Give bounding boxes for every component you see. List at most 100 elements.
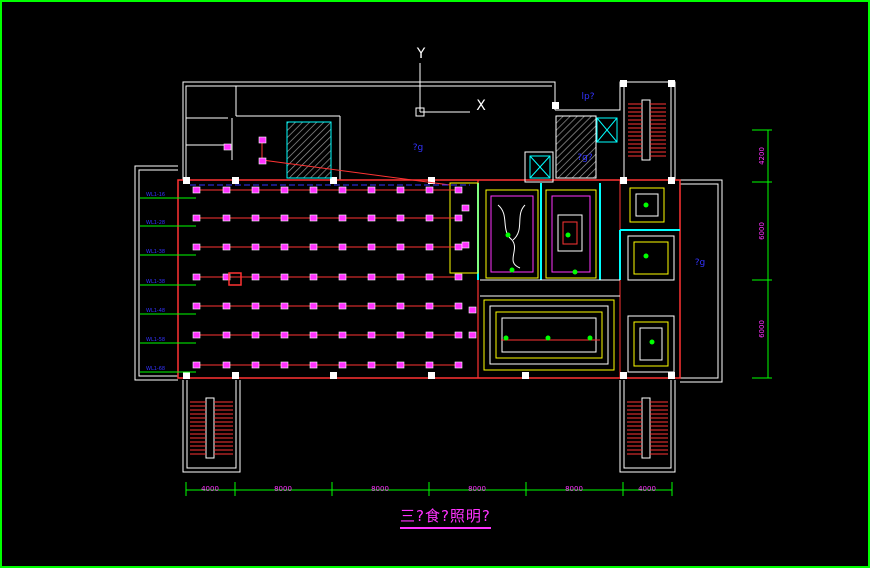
stair-bottom-right bbox=[627, 397, 668, 459]
light-fixture bbox=[192, 214, 201, 222]
downlight bbox=[503, 335, 509, 341]
axis-y-label: Y bbox=[416, 46, 426, 62]
dimension-bottom-1: 4000 bbox=[201, 485, 219, 493]
light-fixture bbox=[454, 243, 463, 251]
light-fixture bbox=[309, 214, 318, 222]
circuit-label: WL1-58 bbox=[146, 337, 165, 343]
dimension-right-2: 6000 bbox=[758, 222, 766, 240]
light-fixture bbox=[338, 273, 347, 281]
light-fixture bbox=[192, 302, 201, 310]
light-fixture bbox=[251, 214, 260, 222]
light-fixture bbox=[251, 361, 260, 369]
downlight bbox=[565, 232, 571, 238]
light-fixture bbox=[396, 273, 405, 281]
light-fixture bbox=[461, 241, 470, 249]
dimension-bottom-5: 8000 bbox=[565, 485, 583, 493]
light-fixture bbox=[222, 361, 231, 369]
light-fixture bbox=[222, 243, 231, 251]
light-fixture bbox=[309, 331, 318, 339]
light-fixture bbox=[461, 204, 470, 212]
light-fixture bbox=[338, 302, 347, 310]
downlight bbox=[643, 202, 649, 208]
downlight bbox=[643, 253, 649, 259]
hatched-shaft-2 bbox=[555, 115, 597, 179]
lighting-wires bbox=[196, 140, 600, 366]
light-fixture bbox=[251, 186, 260, 194]
light-fixture bbox=[280, 273, 289, 281]
light-fixture bbox=[192, 331, 201, 339]
light-fixture bbox=[280, 361, 289, 369]
room-label-lobby: ?g? bbox=[577, 153, 592, 163]
stair-top-right bbox=[628, 99, 666, 161]
light-fixture bbox=[454, 186, 463, 194]
stair-bottom-left bbox=[190, 397, 233, 459]
light-fixture bbox=[425, 302, 434, 310]
circuit-label: WL1-48 bbox=[146, 308, 165, 314]
dimension-bottom-6: 4000 bbox=[638, 485, 656, 493]
light-fixture bbox=[425, 214, 434, 222]
light-fixture bbox=[251, 331, 260, 339]
dimension-bottom-3: 8000 bbox=[371, 485, 389, 493]
light-fixture bbox=[396, 214, 405, 222]
circuit-label: WL1-38 bbox=[146, 279, 165, 285]
light-fixture bbox=[222, 273, 231, 281]
light-fixture bbox=[367, 302, 376, 310]
downlight bbox=[509, 267, 515, 273]
light-fixture bbox=[251, 302, 260, 310]
light-fixture bbox=[280, 243, 289, 251]
light-fixture bbox=[338, 243, 347, 251]
light-fixture bbox=[309, 302, 318, 310]
downlight bbox=[572, 269, 578, 275]
light-fixture bbox=[468, 306, 477, 314]
light-fixture bbox=[258, 157, 267, 165]
light-fixture bbox=[454, 273, 463, 281]
light-fixture bbox=[338, 361, 347, 369]
light-fixture bbox=[425, 331, 434, 339]
light-fixture bbox=[223, 143, 232, 151]
private-rooms bbox=[449, 182, 680, 373]
light-fixture bbox=[367, 331, 376, 339]
light-fixture bbox=[425, 186, 434, 194]
light-fixture bbox=[222, 214, 231, 222]
light-fixture bbox=[338, 186, 347, 194]
circuit-label: WL1-16 bbox=[146, 192, 165, 198]
light-fixtures bbox=[192, 136, 655, 369]
downlight bbox=[505, 232, 511, 238]
light-fixture bbox=[280, 331, 289, 339]
light-fixture bbox=[192, 186, 201, 194]
light-fixture bbox=[396, 186, 405, 194]
light-fixture bbox=[454, 214, 463, 222]
light-fixture bbox=[309, 273, 318, 281]
axis-x-label: X bbox=[476, 98, 486, 114]
drawing-title: 三?食?照明? bbox=[400, 505, 491, 529]
light-fixture bbox=[192, 243, 201, 251]
light-fixture bbox=[396, 331, 405, 339]
light-fixture bbox=[309, 361, 318, 369]
distribution-panel bbox=[228, 272, 242, 286]
light-fixture bbox=[280, 214, 289, 222]
light-fixture bbox=[222, 186, 231, 194]
light-fixture bbox=[192, 273, 201, 281]
light-fixture bbox=[192, 361, 201, 369]
dimension-bottom bbox=[185, 482, 673, 496]
dimension-right bbox=[752, 129, 772, 379]
light-fixture bbox=[367, 214, 376, 222]
light-fixture bbox=[454, 331, 463, 339]
downlight bbox=[587, 335, 593, 341]
light-fixture bbox=[338, 214, 347, 222]
light-fixture bbox=[425, 273, 434, 281]
light-fixture bbox=[425, 361, 434, 369]
light-fixture bbox=[367, 361, 376, 369]
light-fixture bbox=[251, 243, 260, 251]
dimension-bottom-4: 8000 bbox=[468, 485, 486, 493]
light-fixture bbox=[338, 331, 347, 339]
light-fixture bbox=[309, 186, 318, 194]
dimension-bottom-2: 8000 bbox=[274, 485, 292, 493]
light-fixture bbox=[396, 302, 405, 310]
light-fixture bbox=[454, 361, 463, 369]
building-walls bbox=[134, 81, 723, 473]
dimension-right-3: 6000 bbox=[758, 320, 766, 338]
circuit-leaders bbox=[140, 197, 196, 373]
